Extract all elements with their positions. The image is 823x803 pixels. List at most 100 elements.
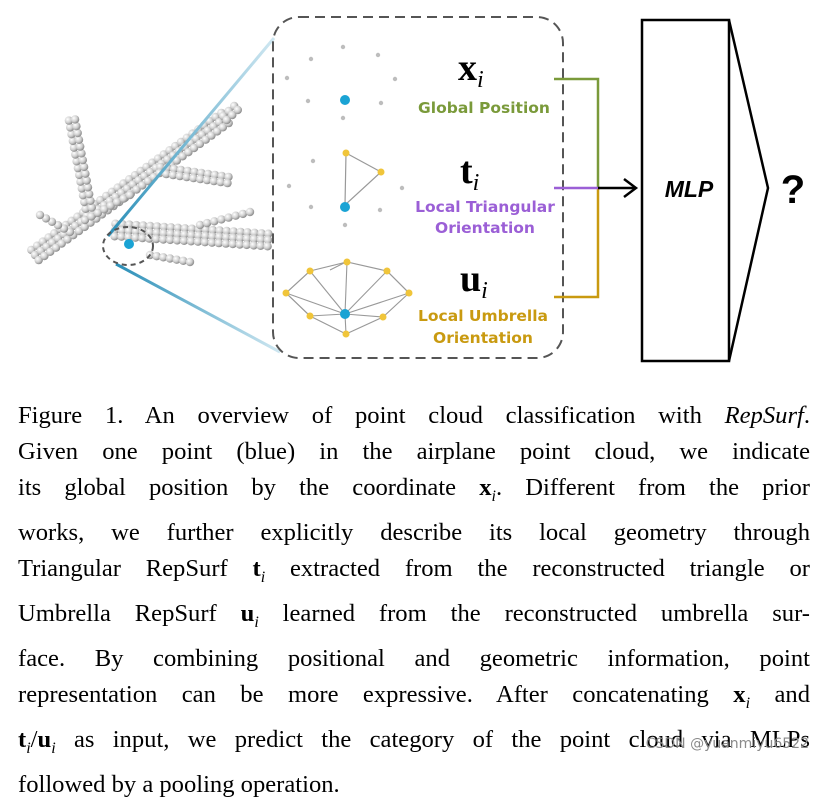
cloud-point — [215, 232, 224, 241]
label-triangular-2: Orientation — [435, 219, 535, 237]
cloud-point — [175, 171, 185, 181]
cloud-point — [85, 189, 94, 199]
cloud-point — [257, 229, 266, 238]
label-global-position: Global Position — [418, 99, 550, 117]
cloud-point — [210, 170, 220, 180]
cloud-point — [185, 257, 195, 267]
cloud-point — [215, 226, 224, 235]
cloud-point — [152, 228, 161, 237]
cloud-point — [162, 169, 171, 179]
cloud-point — [106, 201, 115, 210]
selection-circle — [102, 226, 154, 266]
cloud-point — [172, 255, 181, 264]
cloud-point — [189, 173, 198, 183]
cloud-point — [250, 228, 259, 237]
label-umbrella-2: Orientation — [433, 329, 533, 347]
cloud-point — [193, 237, 203, 246]
cloud-point — [249, 234, 259, 244]
cloud-point — [73, 128, 82, 138]
cloud-point — [242, 240, 251, 250]
cloud-point — [207, 131, 216, 140]
caption-line-9: ti/ui as input, we predict the category … — [18, 725, 810, 757]
triangle-points — [286, 149, 405, 228]
cloud-point — [131, 233, 140, 242]
cloud-point — [72, 122, 81, 131]
cloud-point — [224, 213, 233, 222]
cloud-point — [124, 226, 134, 236]
cloud-point — [78, 155, 88, 165]
cloud-point — [229, 227, 238, 236]
connector-global — [554, 77, 600, 188]
caption-line-3: its global position by the coordinate xi… — [18, 474, 810, 505]
cloud-point — [217, 171, 226, 181]
cloud-point — [93, 208, 103, 218]
cloud-point — [87, 212, 96, 221]
cloud-point — [195, 220, 205, 230]
cloud-point — [217, 215, 226, 224]
t-symbol: ti — [460, 150, 479, 196]
cloud-point — [210, 217, 219, 226]
question-mark: ? — [781, 168, 805, 212]
cloud-point — [139, 221, 148, 230]
caption-line-4: works, we further explicitly describe it… — [18, 518, 810, 546]
cloud-point — [166, 229, 175, 238]
cloud-point — [166, 235, 175, 245]
cloud-point — [117, 232, 126, 241]
cloud-point — [152, 222, 162, 231]
cloud-point — [146, 221, 155, 231]
cloud-point — [222, 233, 231, 242]
cloud-point — [264, 229, 273, 238]
cloud-point — [187, 230, 196, 240]
mlp-box — [640, 18, 731, 363]
arrow-head — [623, 178, 639, 198]
cloud-point — [74, 135, 84, 144]
cloud-point — [236, 234, 245, 243]
cloud-point — [200, 238, 210, 247]
cloud-point — [190, 167, 199, 177]
cloud-point — [79, 162, 89, 172]
cloud-point — [222, 226, 231, 236]
cloud-point — [100, 205, 109, 214]
cloud-point — [179, 256, 188, 265]
cloud-point — [119, 194, 128, 203]
cloud-point — [231, 211, 240, 220]
cloud-point — [223, 178, 232, 188]
cloud-point — [40, 251, 49, 261]
cloud-point — [46, 247, 55, 256]
cloud-point — [138, 181, 147, 190]
cloud-point — [173, 223, 183, 232]
cloud-point — [229, 233, 238, 242]
cloud-point — [243, 228, 252, 237]
cloud-point — [86, 196, 95, 205]
cloud-point — [209, 176, 219, 186]
connector-umbrella — [554, 188, 600, 299]
cloud-point — [159, 235, 168, 244]
cloud-point — [201, 231, 210, 241]
cloud-point — [112, 197, 122, 207]
cloud-point — [166, 223, 176, 232]
cloud-point — [194, 231, 203, 240]
cloud-point — [263, 242, 272, 251]
umbrella-nodes — [282, 258, 413, 338]
caption-line-7: face. By combining positional and geomet… — [18, 644, 810, 672]
cloud-point — [117, 226, 127, 235]
cloud-point — [131, 227, 141, 236]
cloud-point — [168, 170, 178, 180]
watermark: CSDN @yuanmiyu6522 — [645, 736, 809, 752]
cloud-point — [152, 234, 161, 244]
cloud-point — [256, 235, 266, 244]
figure-caption: Figure 1. An overview of point cloud cla… — [18, 398, 810, 803]
cloud-point — [182, 172, 191, 182]
umbrella-points — [285, 261, 410, 335]
cloud-point — [224, 172, 233, 182]
cloud-point — [165, 254, 175, 263]
cloud-point — [159, 253, 168, 262]
cloud-point — [57, 239, 66, 248]
cloud-point — [214, 238, 224, 248]
cloud-point — [221, 239, 231, 248]
cloud-point — [235, 240, 244, 249]
cloud-point — [228, 110, 237, 120]
cloud-point — [35, 210, 45, 220]
cloud-point — [242, 234, 252, 243]
cloud-point — [263, 235, 273, 245]
